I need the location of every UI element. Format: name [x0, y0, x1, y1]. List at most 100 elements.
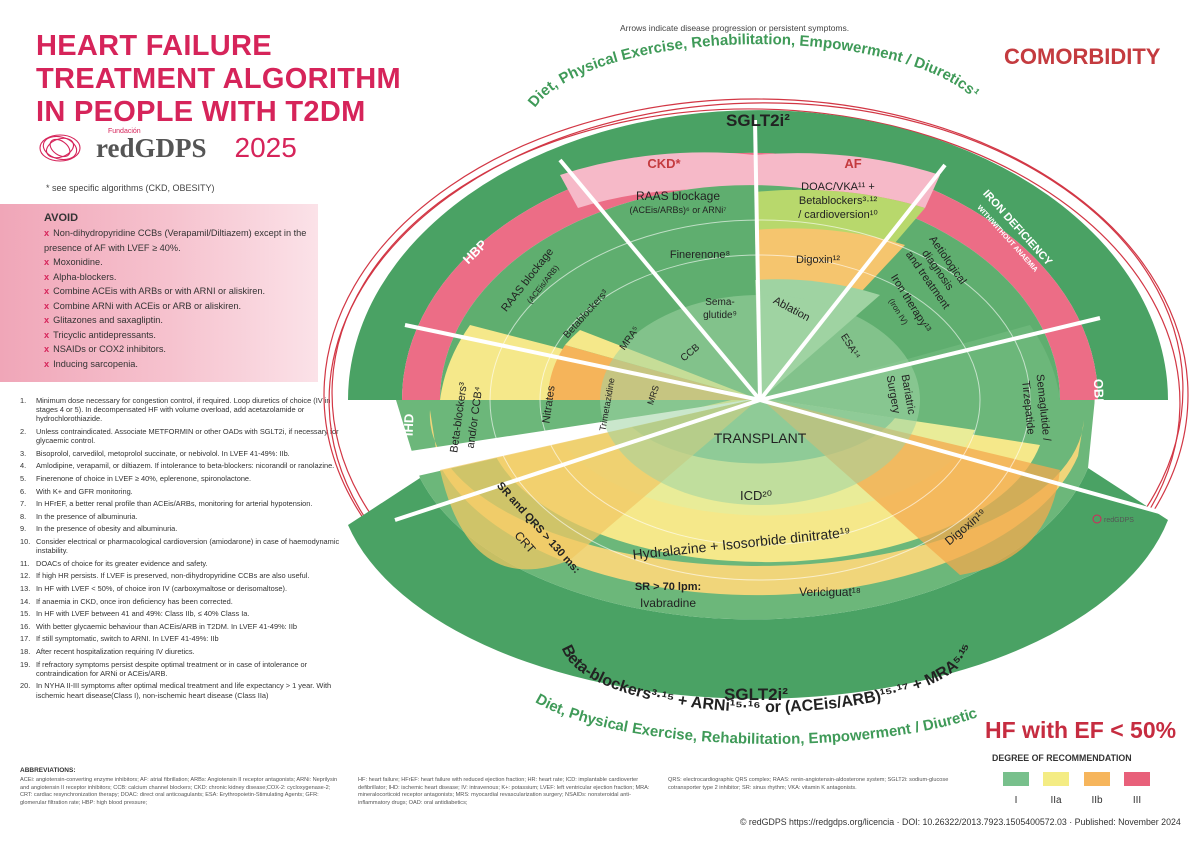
footnote: 11.DOACs of choice for its greater evide…	[20, 558, 208, 568]
avoid-list: x Non-dihydropyridine CCBs (Verapamil/Dil…	[44, 226, 314, 371]
footnote: 8.In the presence of albuminuria.	[20, 511, 138, 521]
small-logo-text: redGDPS	[1104, 517, 1134, 524]
x-icon: x	[44, 271, 50, 282]
footnotes: 1.Minimum dose necessary for congestion …	[20, 396, 350, 703]
x-icon: x	[44, 257, 50, 267]
footnote-text: In the presence of albuminuria.	[36, 511, 138, 521]
footnote: 2.Unless contraindicated. Associate METF…	[20, 427, 350, 445]
footnote-text: Amlodipine, verapamil, or diltiazem. If …	[36, 461, 335, 471]
x-icon: x	[44, 358, 50, 369]
avoid-text: Non-dihydropyridine CCBs (Verapamil/Dilt…	[44, 228, 307, 253]
legend-title: DEGREE OF RECOMMENDATION	[992, 753, 1132, 763]
footnote-text: With K+ and GFR monitoring.	[36, 486, 133, 496]
sglt2-bottom-band	[348, 468, 1168, 699]
inner-sectors	[440, 185, 1060, 581]
sector-dividers	[394, 119, 1171, 522]
footnote-text: In HF with LVEF between 41 and 49%: Clas…	[36, 609, 250, 619]
comorbidity-ring	[402, 152, 1098, 400]
digoxin-af-label: Digoxin¹²	[796, 254, 840, 266]
ivabradine-2: Ivabradine	[640, 596, 696, 610]
legend-swatch-iia	[1043, 772, 1069, 786]
footnote-text: If still symptomatic, switch to ARNI. In…	[36, 634, 219, 644]
footnote: 15.In HF with LVEF between 41 and 49%: C…	[20, 609, 250, 619]
finerenone-label: Finerenone⁸	[670, 249, 730, 261]
brand: Fundación redGDPS 2025	[36, 128, 297, 164]
semaglutide-2: glutide⁹	[703, 310, 737, 321]
footnote: 1.Minimum dose necessary for congestion …	[20, 396, 350, 424]
footnote: 20.In NYHA II-III symptoms after optimal…	[20, 681, 350, 699]
sector-ihd: IHD	[401, 413, 417, 436]
nitrates-label: Nitrates	[540, 384, 557, 424]
footnote-text: Minimum dose necessary for congestion co…	[36, 396, 331, 424]
footnote: 6.With K+ and GFR monitoring.	[20, 486, 133, 496]
footnote: 12.If high HR persists. If LVEF is prese…	[20, 571, 310, 581]
title-line: TREATMENT ALGORITHM	[36, 63, 401, 95]
sector-ckd: CKD*	[647, 156, 681, 171]
x-icon: x	[44, 344, 50, 354]
footnote-text: If anaemia in CKD, once iron deficiency …	[36, 596, 233, 606]
footnote-text: With better glycaemic behaviour than ACE…	[36, 621, 297, 631]
brand-name: redGDPS	[96, 132, 207, 163]
x-icon: x	[44, 286, 50, 296]
footnote: 19.If refractory symptoms persist despit…	[20, 660, 350, 678]
avoid-text: Tricyclic antidepressants.	[53, 329, 156, 340]
x-icon: x	[44, 300, 50, 311]
footnote: 16.With better glycaemic behaviour than …	[20, 621, 297, 631]
vericiguat-label: Vericiguat¹⁸	[799, 585, 861, 599]
legend-swatch-iib	[1084, 772, 1110, 786]
specific-note: * see specific algorithms (CKD, OBESITY)	[46, 183, 215, 193]
footnote-text: In NYHA II-III symptoms after optimal me…	[36, 681, 332, 700]
outer-yellow-ring	[429, 410, 1084, 596]
sector-obesity: OBESITY*	[1091, 379, 1108, 443]
footnote-text: Bisoprolol, carvedilol, metoprolol succi…	[36, 448, 290, 458]
hf-label: HF with EF < 50%	[985, 717, 1177, 743]
x-icon: x	[44, 329, 50, 340]
af-doac-1: DOAC/VKA¹¹ +	[801, 181, 875, 193]
sglt2-top-band	[348, 110, 1168, 400]
sema-tirz-2: Tirzepatide	[1019, 380, 1037, 435]
ivabradine-1: SR > 70 lpm:	[635, 581, 701, 593]
footnote: 9.In the presence of obesity and albumin…	[20, 524, 178, 534]
sglt2-top-label: SGLT2i²	[726, 111, 790, 130]
semaglutide-1: Sema-	[705, 297, 734, 308]
legend-label: IIb	[1091, 795, 1103, 806]
footnote-text: In HFrEF, a better renal profile than AC…	[36, 499, 313, 509]
avoid-text: NSAIDs or COX2 inhibitors.	[53, 344, 166, 354]
abbreviations-title: ABBREVIATIONS:	[20, 767, 76, 774]
avoid-text: Combine ARNi with ACEis or ARB or aliski…	[53, 300, 242, 311]
abbreviations-col-3: QRS: electrocardiographic QRS complex; R…	[668, 777, 949, 791]
footer: © redGDPS https://redgdps.org/licencia ·…	[740, 817, 1181, 827]
footnote-text: If refractory symptoms persist despite o…	[36, 659, 308, 678]
avoid-text: Alpha-blockers.	[53, 271, 117, 282]
footnote: 3.Bisoprolol, carvedilol, metoprolol suc…	[20, 448, 290, 458]
footnote: 18.After recent hospitalization requirin…	[20, 646, 195, 656]
footnote-text: In HF with LVEF < 50%, of choice iron IV…	[36, 583, 288, 593]
legend-label: IIa	[1050, 795, 1062, 806]
footnote-text: Consider electrical or pharmacological c…	[36, 536, 340, 556]
legend-label: I	[1014, 795, 1018, 806]
avoid-text: Inducing sarcopenia.	[53, 358, 138, 369]
footnote-text: In the presence of obesity and albuminur…	[36, 524, 178, 534]
title-line: IN PEOPLE WITH T2DM	[36, 96, 366, 128]
footnote: 5.Finerenone of choice in LVEF ≥ 40%, ep…	[20, 473, 252, 483]
legend-swatch-iii	[1124, 772, 1150, 786]
footnote-text: After recent hospitalization requiring I…	[36, 646, 195, 656]
ckd-raas-2: (ACEis/ARBs)⁶ or ARNi⁷	[630, 205, 727, 215]
redgdps-logo-icon	[39, 134, 81, 162]
af-doac-2: Betablockers³·¹²	[799, 195, 878, 207]
sector-af: AF	[844, 156, 861, 171]
abbreviations-col-2: HF: heart failure; HFrEF: heart failure …	[358, 777, 650, 806]
avoid-text: Combine ACEis with ARBs or with ARNI or …	[53, 286, 266, 296]
sglt2-bottom-label: SGLT2i²	[724, 685, 788, 704]
footnote: 13.In HF with LVEF < 50%, of choice iron…	[20, 583, 288, 593]
transplant-label: TRANSPLANT	[714, 430, 807, 446]
footnote: 10.Consider electrical or pharmacologica…	[20, 537, 350, 555]
x-icon: x	[44, 315, 50, 325]
footnote-text: Unless contraindicated. Associate METFOR…	[36, 427, 339, 446]
af-doac-3: / cardioversion¹⁰	[798, 209, 878, 221]
